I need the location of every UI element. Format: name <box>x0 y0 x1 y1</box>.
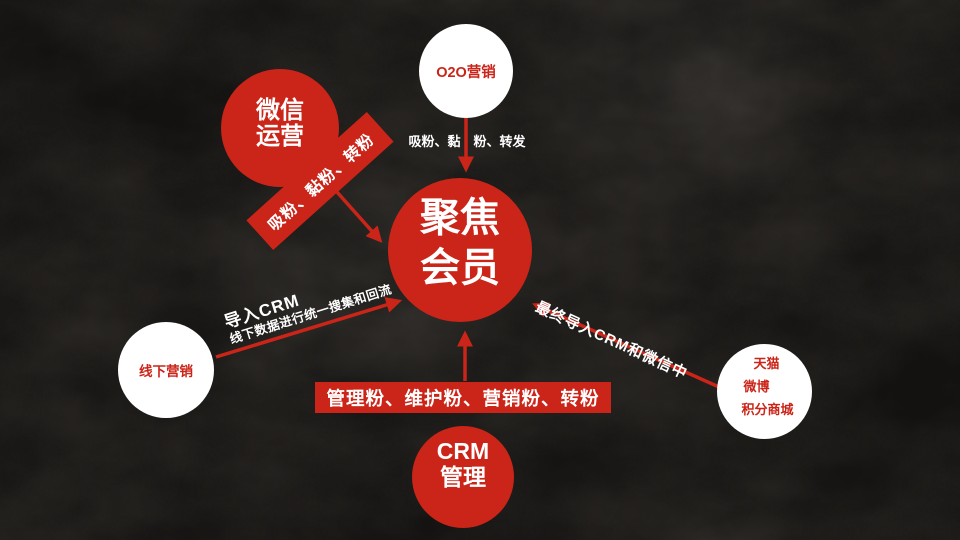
node-center-label-line1: 聚焦 <box>420 196 500 240</box>
node-tmall-label-line3: 积分商城 <box>741 402 794 417</box>
node-offline-marketing: 线下营销 <box>118 322 214 418</box>
node-wechat-label-line2: 运营 <box>256 123 304 150</box>
node-focus-members: 聚焦 会员 <box>388 178 532 322</box>
node-o2o-label: O2O营销 <box>436 64 496 81</box>
node-crm-label-line1: CRM <box>436 438 490 464</box>
crm-edge-banner-label: 管理粉、维护粉、营销粉、转粉 <box>326 387 600 409</box>
node-wechat-label-line1: 微信 <box>256 97 304 124</box>
o2o-edge-label: 吸粉、黏 粉、转发 <box>408 134 526 149</box>
node-o2o-marketing: O2O营销 <box>419 24 513 118</box>
arrow-tmall-to-center <box>532 302 720 389</box>
node-crm-label-line2: 管理 <box>440 464 486 490</box>
node-offline-label: 线下营销 <box>139 364 193 379</box>
node-crm-management: CRM 管理 <box>412 426 514 528</box>
node-center-label-line2: 会员 <box>420 246 500 290</box>
node-tmall-weibo-pointsmall: 天猫 微博 积分商城 <box>717 344 812 439</box>
arrow-offline-to-center <box>215 297 403 359</box>
node-tmall-label-line2: 微博 <box>743 379 770 394</box>
node-tmall-label-line1: 天猫 <box>753 356 780 371</box>
node-wechat-operations: 微信 运营 <box>221 69 339 187</box>
crm-edge-banner: 管理粉、维护粉、营销粉、转粉 <box>315 382 611 413</box>
